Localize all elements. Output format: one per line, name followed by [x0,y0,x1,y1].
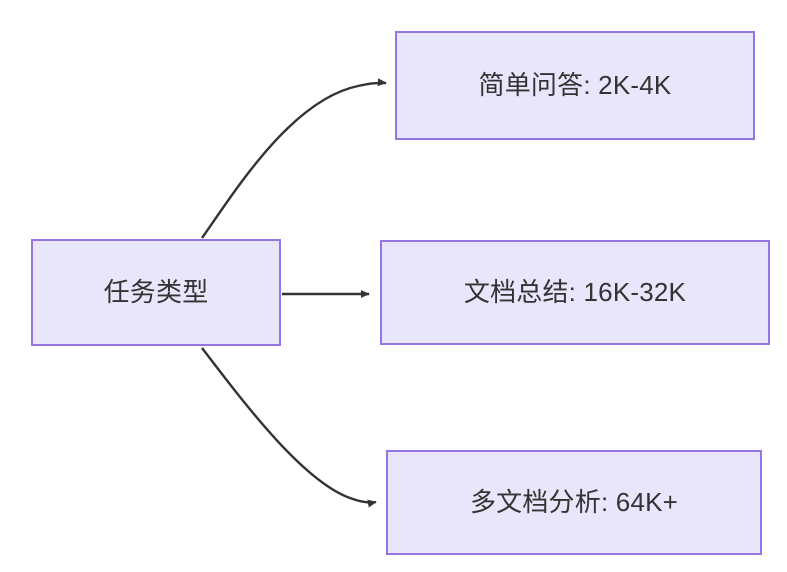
edge-source-to-simple-qa [201,78,387,239]
node-doc-summary-label: 文档总结: 16K-32K [463,277,687,308]
node-task-type[interactable]: 任务类型 [31,239,281,346]
edge-source-to-multi-doc [201,347,377,508]
node-simple-qa-label: 简单问答: 2K-4K [478,70,672,101]
node-simple-qa[interactable]: 简单问答: 2K-4K [395,31,755,140]
node-doc-summary[interactable]: 文档总结: 16K-32K [380,240,770,345]
node-multi-doc[interactable]: 多文档分析: 64K+ [386,450,762,555]
node-task-type-label: 任务类型 [103,277,209,308]
node-multi-doc-label: 多文档分析: 64K+ [469,487,679,518]
